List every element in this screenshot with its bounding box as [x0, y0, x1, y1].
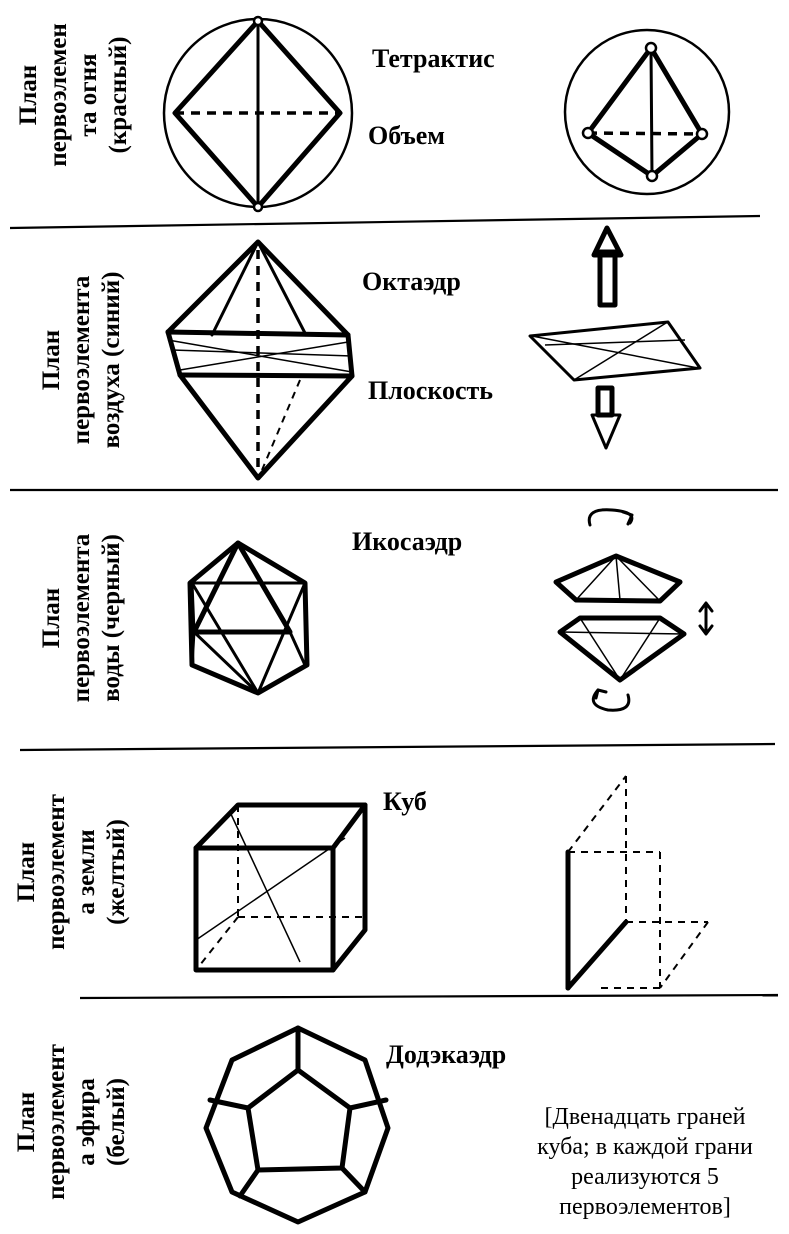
- row-1-label-line: План: [14, 23, 44, 167]
- separator-3: [20, 744, 775, 750]
- dodecahedron-note: [Двенадцать граней куба; в каждой грани …: [510, 1102, 780, 1222]
- row-4-label-line: (желтый): [102, 794, 132, 950]
- row-5-label-line: а эфира: [72, 1044, 102, 1200]
- row-1-label-line: та огня: [74, 23, 104, 167]
- row-1-label-line: первоэлемен: [44, 23, 74, 167]
- row-1-label: План первоэлемен та огня (красный): [14, 23, 134, 167]
- row-4-label-line: первоэлемент: [42, 794, 72, 950]
- row-2-label-line: План: [37, 272, 67, 449]
- row-1-label-line: (красный): [104, 23, 134, 167]
- note-line: первоэлементов]: [510, 1192, 780, 1222]
- dodecahedron-figure: [206, 1028, 388, 1222]
- plane-figure: [530, 228, 700, 448]
- separator-1: [10, 216, 760, 228]
- row-5-label-line: первоэлемент: [42, 1044, 72, 1200]
- cube-fragment-figure: [568, 776, 708, 988]
- icosahedron-figure: [190, 543, 307, 693]
- word-icosahedron: Икосаэдр: [352, 527, 462, 557]
- row-5-label-line: (белый): [102, 1044, 132, 1200]
- word-cube: Куб: [383, 787, 427, 817]
- word-dodecahedron: Додэкаэдр: [386, 1040, 506, 1070]
- word-octahedron: Октаэдр: [362, 267, 461, 297]
- row-4-label: План первоэлемент а земли (желтый): [12, 794, 132, 950]
- row-5-label-line: План: [12, 1044, 42, 1200]
- row-3-label-line: воды (черный): [97, 534, 127, 703]
- word-tetraktys: Тетрактис: [372, 44, 495, 74]
- note-line: реализуются 5: [510, 1162, 780, 1192]
- row-3-label-line: первоэлемента: [67, 534, 97, 703]
- separator-4: [80, 995, 778, 998]
- note-line: куба; в каждой грани: [510, 1132, 780, 1162]
- octahedron-figure: [168, 242, 352, 478]
- row-3-label: План первоэлемента воды (черный): [37, 534, 127, 703]
- row-3-label-line: План: [37, 534, 67, 703]
- icosahedron-halves-figure: [556, 510, 712, 710]
- row-5-label: План первоэлемент а эфира (белый): [12, 1044, 132, 1200]
- word-volume: Объем: [368, 121, 445, 151]
- volume-figure: [565, 30, 729, 194]
- row-4-label-line: План: [12, 794, 42, 950]
- note-line: [Двенадцать граней: [510, 1102, 780, 1132]
- row-2-label-line: первоэлемента: [67, 272, 97, 449]
- cube-figure: [196, 805, 365, 970]
- row-4-label-line: а земли: [72, 794, 102, 950]
- tetraktys-figure: [164, 17, 352, 211]
- word-plane: Плоскость: [368, 376, 493, 406]
- row-2-label: План первоэлемента воздуха (синий): [37, 272, 127, 449]
- row-2-label-line: воздуха (синий): [97, 272, 127, 449]
